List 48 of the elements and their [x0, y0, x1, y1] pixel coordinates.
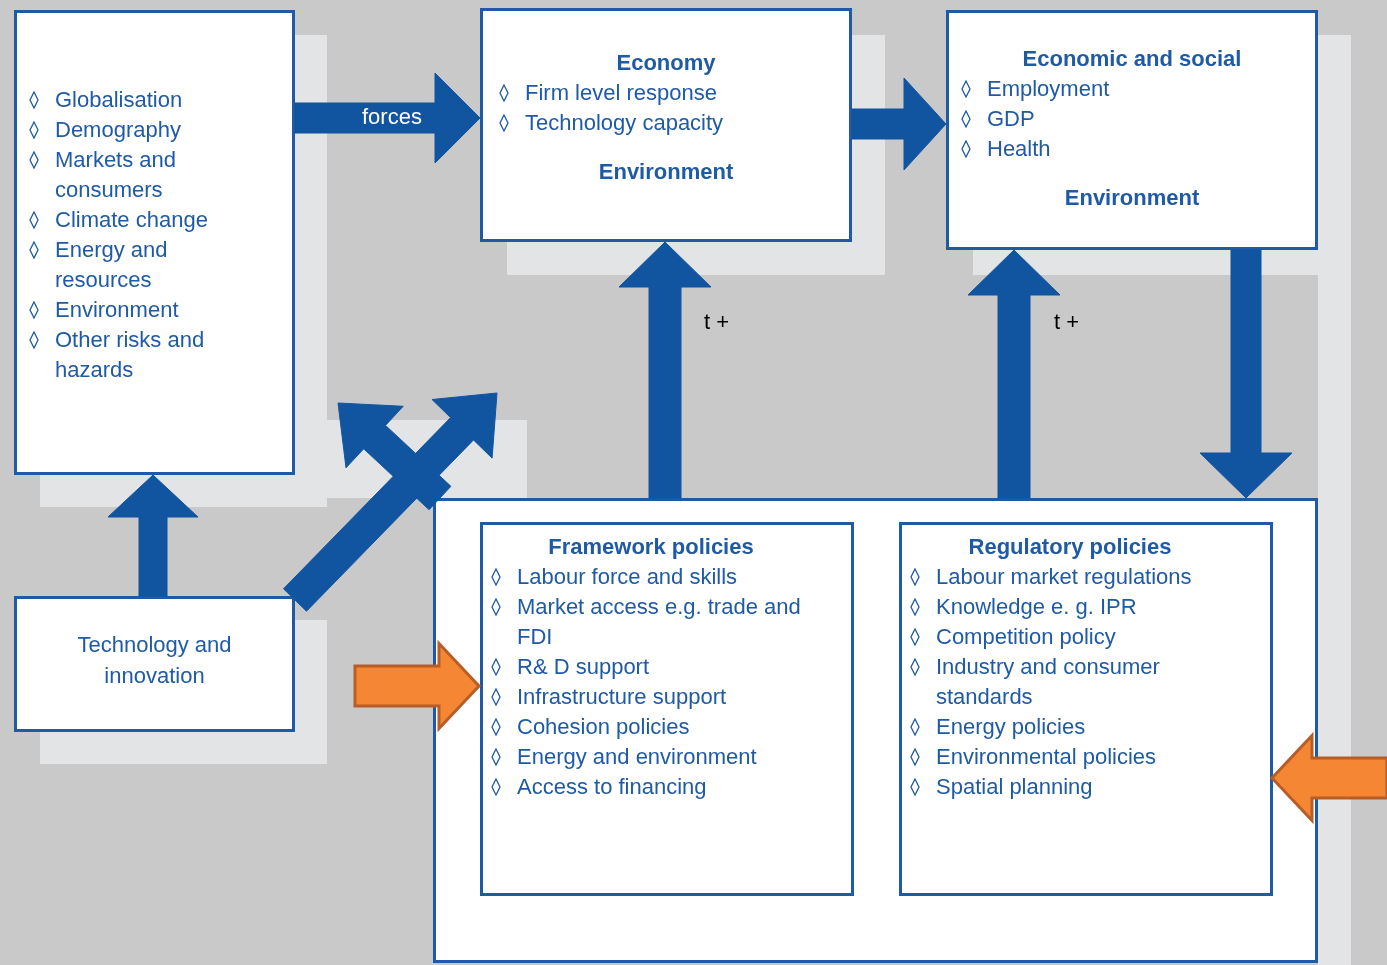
- box-text: Technology and innovation: [76, 631, 233, 690]
- list-item: Other risks and hazards: [55, 326, 206, 384]
- list-item: Technology capacity: [525, 109, 724, 137]
- list-item: Climate change: [55, 206, 208, 234]
- list-item: Competition policy: [936, 623, 1116, 651]
- list-item: Energy and environment: [517, 743, 757, 771]
- list-item: Energy policies: [936, 713, 1086, 741]
- list-item: Health: [987, 135, 1051, 163]
- list-item: Demography: [55, 116, 181, 144]
- block-arrow: [1269, 731, 1387, 825]
- text-box: [899, 522, 1273, 896]
- list-item: Spatial planning: [936, 773, 1093, 801]
- block-arrow: [851, 77, 947, 171]
- list-item: Energy and resources: [55, 236, 169, 294]
- block-arrow: [1199, 249, 1293, 499]
- list-item: GDP: [987, 105, 1035, 133]
- list-item: R& D support: [517, 653, 650, 681]
- list-item: Markets and consumers: [55, 146, 178, 204]
- text-box: [14, 596, 295, 732]
- text-box: [480, 522, 854, 896]
- list-item: Employment: [987, 75, 1110, 103]
- list-item: Market access e.g. trade and FDI: [517, 593, 802, 651]
- list-item: Knowledge e. g. IPR: [936, 593, 1137, 621]
- list-item: Labour market regulations: [936, 563, 1192, 591]
- block-arrow: [618, 241, 712, 499]
- list-item: Cohesion policies: [517, 713, 690, 741]
- list-item: Access to financing: [517, 773, 707, 801]
- block-arrow: [107, 474, 199, 597]
- block-arrow: [967, 249, 1061, 499]
- box-heading: Framework policies: [547, 533, 755, 561]
- box-heading: Environment: [597, 158, 735, 186]
- text-box: [480, 8, 852, 242]
- list-item: Environmental policies: [936, 743, 1157, 771]
- policy-panel: [433, 498, 1318, 963]
- list-item: Labour force and skills: [517, 563, 738, 591]
- list-item: Firm level response: [525, 79, 717, 107]
- list-item: Industry and consumer standards: [936, 653, 1161, 711]
- block-arrow: [283, 392, 498, 612]
- text-box: [14, 10, 295, 475]
- box-heading: Environment: [1063, 184, 1201, 212]
- box-heading: Economy: [615, 49, 717, 77]
- list-item: Environment: [55, 296, 179, 324]
- box-heading: Regulatory policies: [967, 533, 1173, 561]
- list-item: Infrastructure support: [517, 683, 727, 711]
- box-heading: Economic and social: [1021, 45, 1243, 73]
- text-box: [946, 10, 1318, 250]
- block-arrow: [353, 639, 482, 733]
- list-item: Globalisation: [55, 86, 183, 114]
